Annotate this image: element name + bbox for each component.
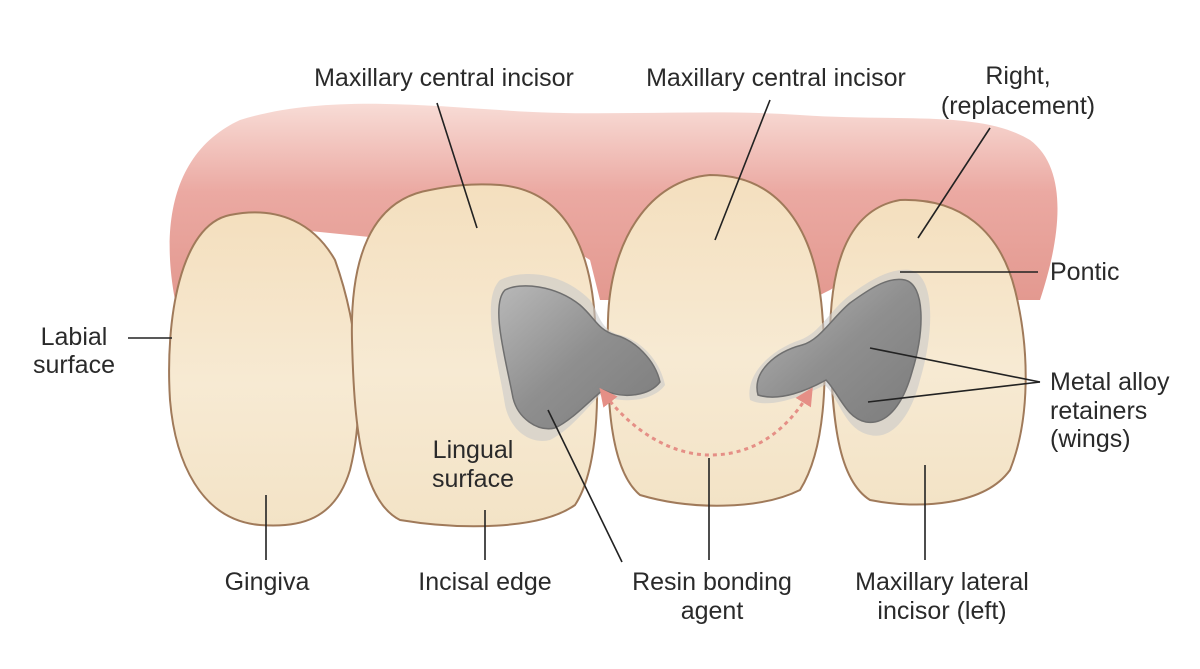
leader-metal-a [869,347,1041,383]
tooth-left [168,211,360,527]
resin-arrow [599,387,813,457]
label-right-replacement-2: (replacement) [941,92,1095,120]
label-right-replacement-1: Right, [985,62,1050,90]
tooth-central-a [350,183,599,528]
label-lateral-1: Maxillary lateral [855,568,1029,596]
label-resin-1: Resin bonding [632,568,792,596]
label-metal-3: (wings) [1050,425,1131,453]
label-metal-2: retainers [1050,397,1147,425]
label-central-incisor-a: Maxillary central incisor [314,64,574,92]
leader-metal-b [867,381,1041,403]
label-labial-2: surface [33,351,115,379]
leader-right [917,127,991,239]
tooth-central-b [606,173,826,507]
label-lingual-1: Lingual [433,436,514,464]
leader-central-a [436,102,478,229]
leader-resin-a [547,409,623,563]
leader-central-b [714,99,771,241]
label-central-incisor-b: Maxillary central incisor [646,64,906,92]
gum [169,103,1058,300]
label-lingual-2: surface [432,465,514,493]
label-gingiva: Gingiva [225,568,310,596]
label-labial-1: Labial [41,323,108,351]
label-metal-1: Metal alloy [1050,368,1170,396]
label-pontic: Pontic [1050,258,1119,286]
label-resin-2: agent [681,597,744,625]
label-incisal-edge: Incisal edge [418,568,551,596]
leader-lines [128,99,1041,563]
label-lateral-2: incisor (left) [877,597,1006,625]
